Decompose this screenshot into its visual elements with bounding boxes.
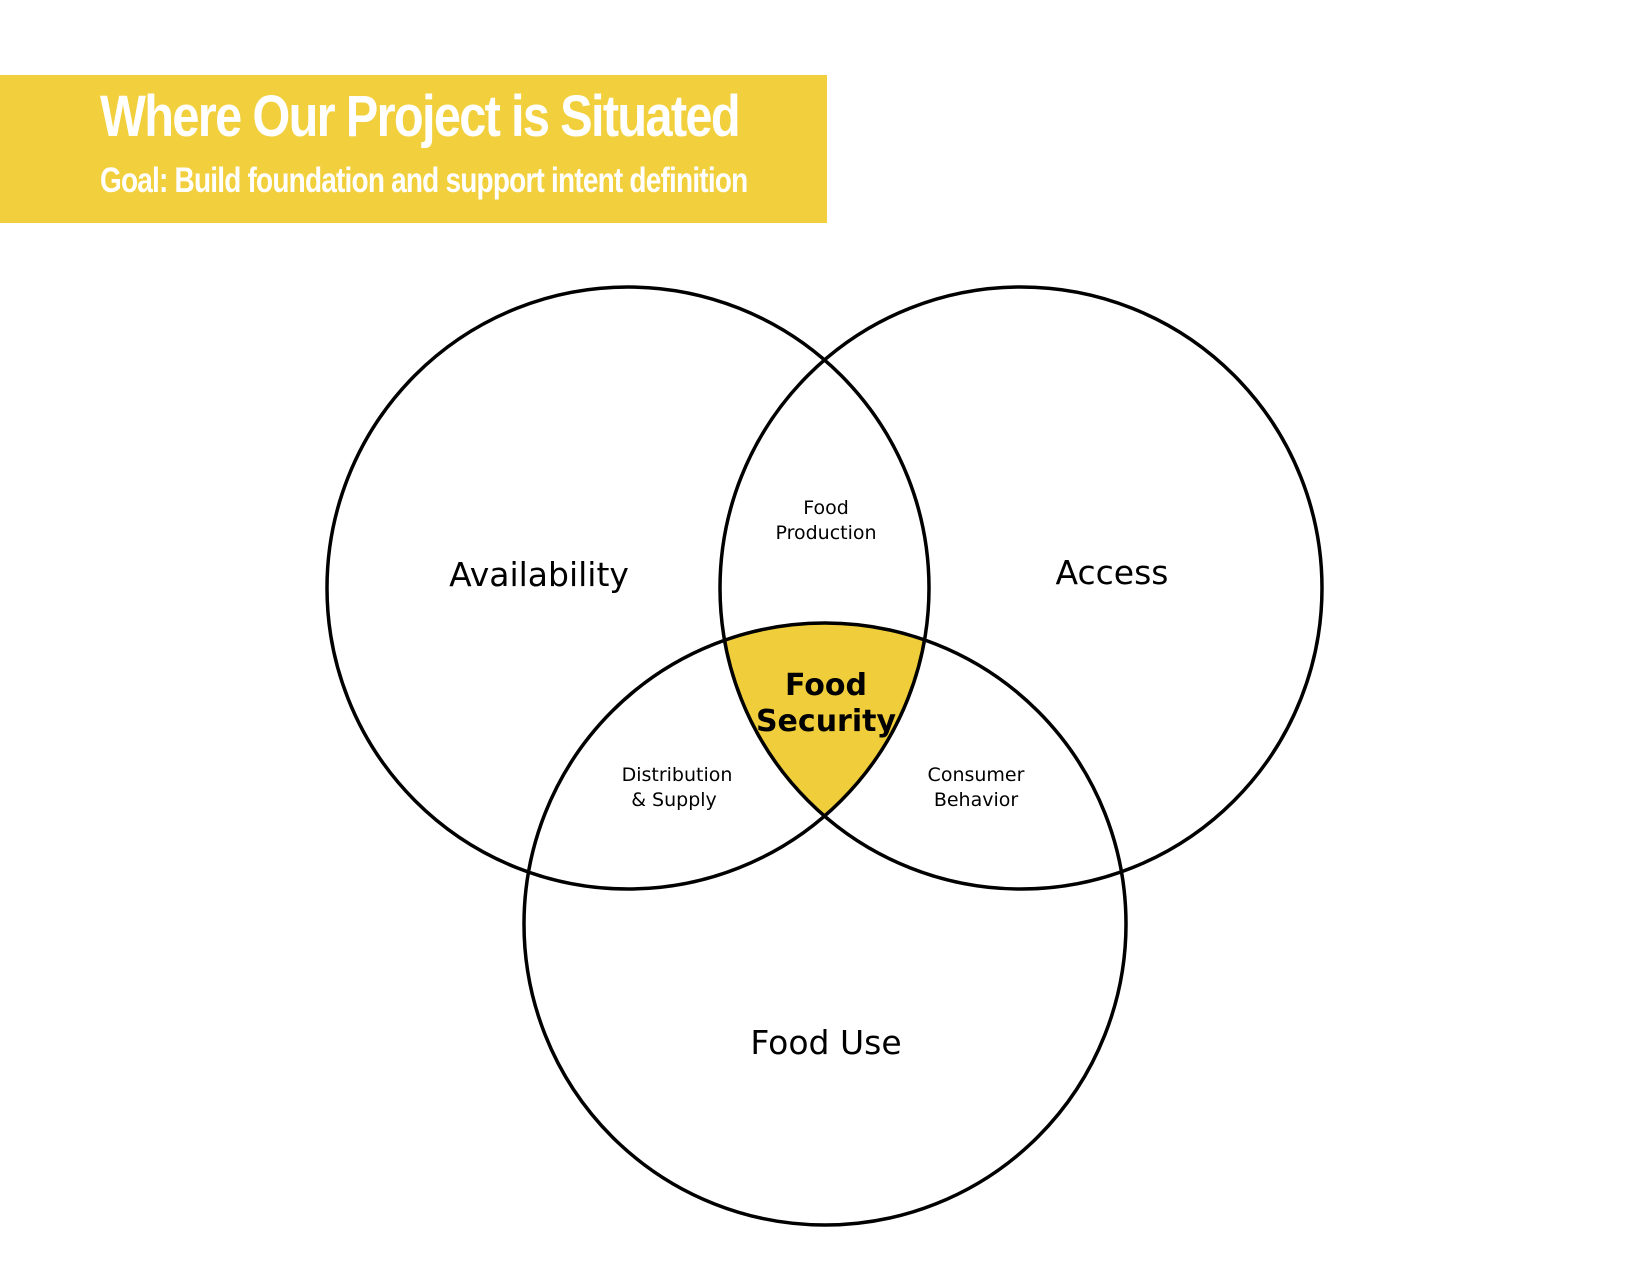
consumer-behavior-label-line1: Consumer <box>928 764 1025 786</box>
consumer-behavior-label-line2: Behavior <box>934 789 1019 811</box>
food-security-label-line2: Security <box>756 704 897 739</box>
access-circle <box>718 285 1324 891</box>
food-production-label-line1: Food <box>803 497 849 519</box>
page-subtitle: Goal: Build foundation and support inten… <box>100 161 748 200</box>
food-use-circle <box>522 621 1128 1227</box>
food-security-label-line1: Food <box>785 668 867 703</box>
access-label: Access <box>1056 553 1169 592</box>
food-production-label-line2: Production <box>775 522 876 544</box>
food-use-label: Food Use <box>750 1023 901 1062</box>
distribution-supply-label-line2: & Supply <box>631 789 717 811</box>
availability-circle <box>325 285 931 891</box>
distribution-supply-label-line1: Distribution <box>622 764 733 786</box>
availability-label: Availability <box>449 555 629 594</box>
header-banner <box>0 75 827 223</box>
page-title: Where Our Project is Situated <box>100 84 741 149</box>
